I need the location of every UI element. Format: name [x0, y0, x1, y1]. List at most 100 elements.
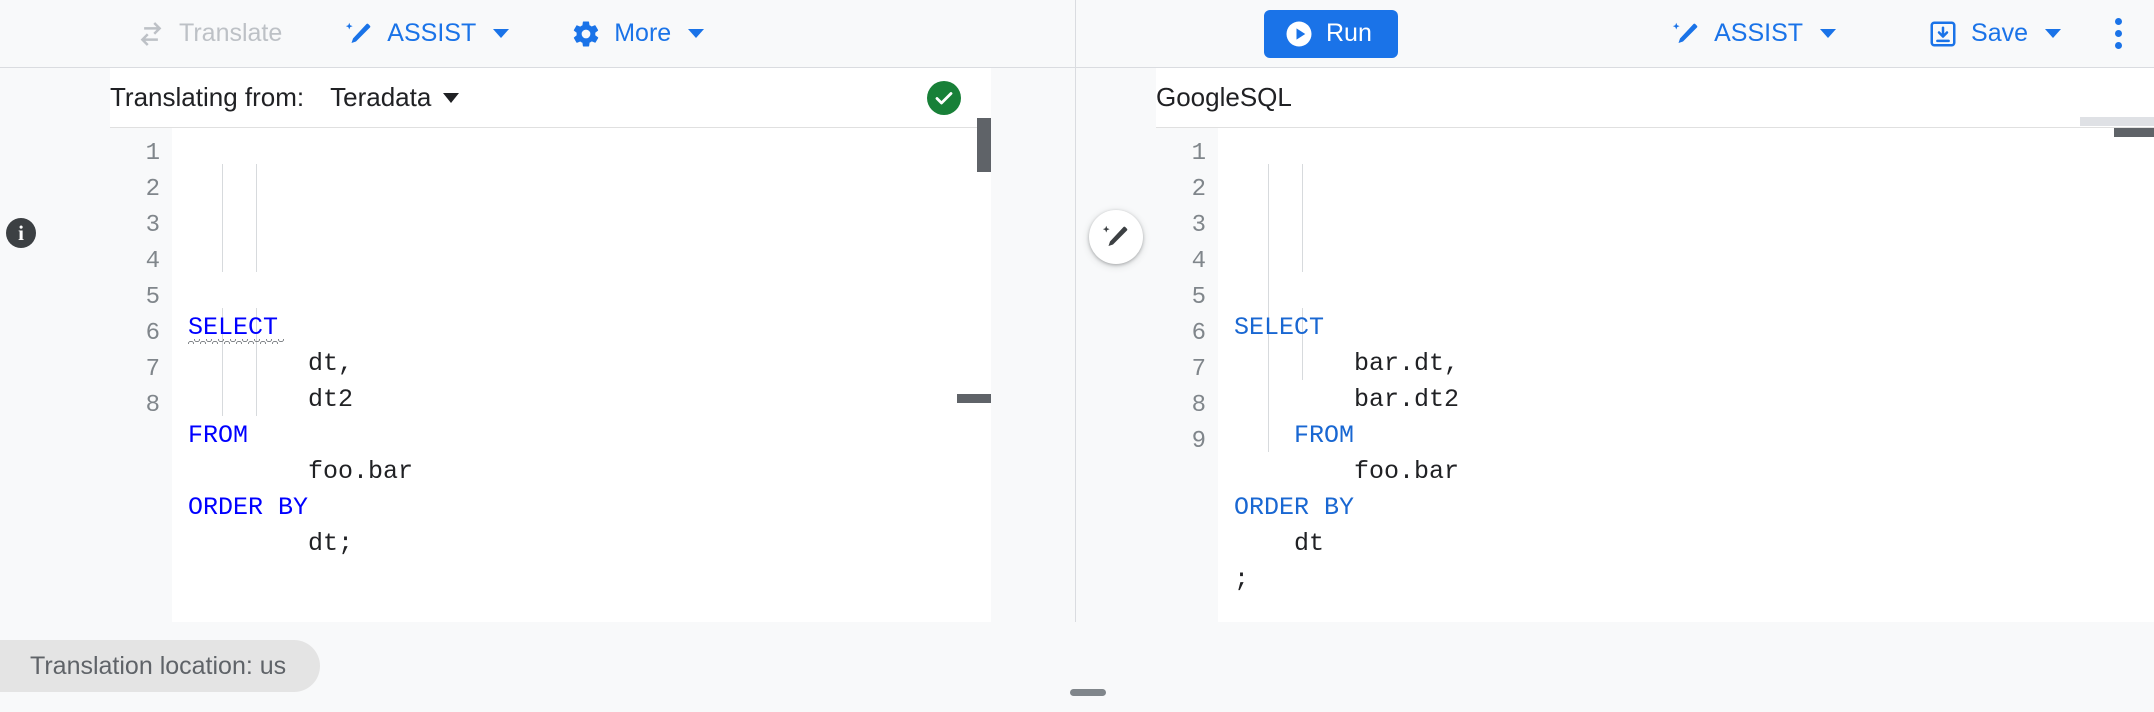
kebab-dot	[2115, 18, 2122, 25]
chevron-down-icon	[688, 29, 705, 38]
translate-button[interactable]: Translate	[128, 13, 290, 55]
translating-from-label: Translating from:	[110, 82, 305, 112]
magic-wand-icon	[1671, 19, 1701, 49]
translation-location-chip: Translation location: us	[0, 640, 321, 692]
toolbar-left-group: Translate ASSIST More	[0, 0, 1076, 67]
sql-keyword: ORDER BY	[188, 493, 309, 522]
more-button[interactable]: More	[563, 13, 712, 55]
source-dialect-value: Teradata	[330, 82, 432, 112]
line-number: 8	[1191, 392, 1206, 419]
line-number: 9	[1191, 428, 1206, 455]
target-horizontal-scrollbar[interactable]	[2114, 128, 2154, 137]
source-horizontal-scrollbar[interactable]	[957, 394, 991, 403]
indent-guide	[256, 308, 257, 416]
chevron-down-icon	[493, 29, 510, 38]
run-button[interactable]: Run	[1264, 9, 1398, 58]
info-icon[interactable]: i	[6, 218, 36, 248]
save-button-label: Save	[1971, 19, 2028, 47]
code-line[interactable]: FROM	[1218, 418, 2154, 454]
assist-button-right[interactable]: ASSIST	[1663, 13, 1844, 55]
check-circle-icon	[927, 80, 961, 115]
target-pane-header: GoogleSQL	[1156, 68, 2154, 128]
source-dialect-dropdown[interactable]: Teradata	[330, 82, 460, 113]
code-line[interactable]	[172, 562, 991, 598]
bottom-drag-handle[interactable]	[1070, 689, 1106, 696]
source-vertical-scrollbar[interactable]	[977, 118, 991, 172]
top-toolbar: Translate ASSIST More	[0, 0, 2154, 68]
code-line[interactable]: ;	[1218, 562, 2154, 598]
play-icon	[1284, 19, 1314, 49]
line-number: 2	[145, 176, 160, 203]
indent-guide	[222, 308, 223, 416]
source-pane-header: Translating from: Teradata	[110, 68, 991, 128]
line-number: 7	[1191, 356, 1206, 383]
target-dialect-value: GoogleSQL	[1156, 82, 1292, 112]
indent-guide	[1302, 308, 1303, 380]
line-number: 5	[1191, 284, 1206, 311]
sql-keyword: SELECT	[1234, 313, 1325, 342]
sql-keyword: SELECT	[188, 313, 279, 342]
line-number: 6	[1191, 320, 1206, 347]
line-number: 1	[1191, 140, 1206, 167]
sql-text: bar.dt,	[1234, 349, 1460, 378]
toolbar-right-group: Run ASSIST Save	[1076, 0, 2154, 67]
run-button-label: Run	[1326, 19, 1372, 47]
sql-text: bar.dt2	[1234, 385, 1460, 414]
line-number: 4	[1191, 248, 1206, 275]
kebab-dot	[2115, 30, 2122, 37]
line-number: 4	[145, 248, 160, 275]
code-line[interactable]: SELECT	[172, 310, 991, 346]
sql-text: dt;	[188, 529, 354, 558]
error-squiggle	[188, 339, 284, 344]
code-line[interactable]: bar.dt,	[1218, 346, 2154, 382]
target-assist-fab[interactable]	[1089, 210, 1143, 264]
line-number: 3	[1191, 212, 1206, 239]
code-line[interactable]: FROM	[172, 418, 991, 454]
code-line[interactable]: ORDER BY	[1218, 490, 2154, 526]
more-button-label: More	[614, 19, 672, 47]
save-button[interactable]: Save	[1920, 13, 2069, 55]
editor-panes: Translating from: Teradata i 1 2 3 4 5 6 7 8 SE…	[0, 68, 2154, 622]
translation-location-label: Translation location: us	[30, 651, 287, 680]
sql-text: dt2	[188, 385, 354, 414]
line-number: 8	[145, 392, 160, 419]
chevron-down-icon	[443, 92, 460, 103]
code-line[interactable]: foo.bar	[172, 454, 991, 490]
code-line[interactable]: ORDER BY	[172, 490, 991, 526]
line-number: 7	[145, 356, 160, 383]
sql-text: dt	[1234, 529, 1325, 558]
chevron-down-icon	[2045, 29, 2061, 38]
assist-button-left-label: ASSIST	[387, 19, 477, 47]
sql-keyword: ORDER BY	[1234, 493, 1355, 522]
indent-guide	[1268, 164, 1269, 380]
sql-text: ;	[1234, 565, 1250, 594]
line-number: 3	[145, 212, 160, 239]
line-number: 1	[145, 140, 160, 167]
kebab-dot	[2115, 42, 2122, 49]
code-line[interactable]: dt;	[172, 526, 991, 562]
code-line[interactable]: dt	[1218, 526, 2154, 562]
indent-guide	[256, 164, 257, 272]
sql-text: foo.bar	[1234, 457, 1460, 486]
indent-guide	[222, 164, 223, 272]
code-line[interactable]	[1218, 598, 2154, 622]
sql-text: dt,	[188, 349, 354, 378]
code-line[interactable]: dt2	[172, 382, 991, 418]
code-line[interactable]: dt,	[172, 346, 991, 382]
kebab-menu-icon[interactable]	[2103, 10, 2134, 57]
assist-button-left[interactable]: ASSIST	[336, 13, 517, 55]
code-line[interactable]: bar.dt2	[1218, 382, 2154, 418]
code-line[interactable]: SELECT	[1218, 310, 2154, 346]
indent-guide	[1268, 380, 1269, 452]
sql-text: foo.bar	[188, 457, 414, 486]
gear-icon	[571, 19, 601, 49]
assist-button-right-label: ASSIST	[1714, 19, 1804, 47]
code-line[interactable]: foo.bar	[1218, 454, 2154, 490]
